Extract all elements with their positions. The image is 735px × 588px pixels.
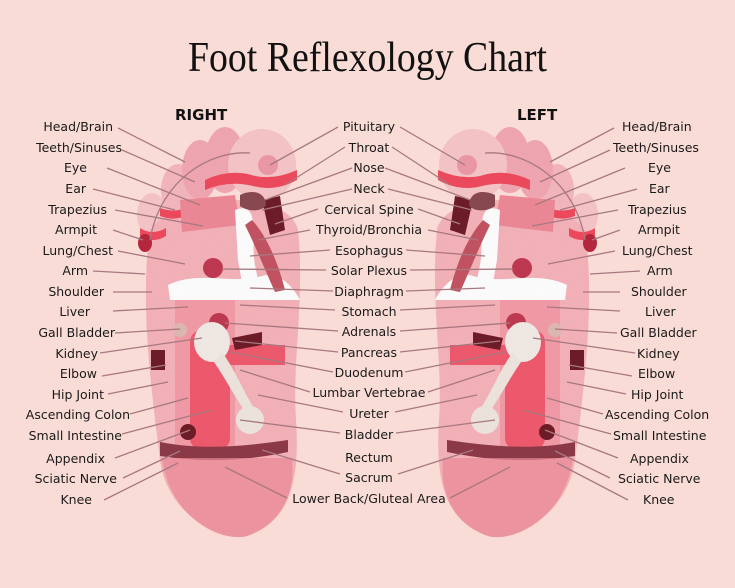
label-duodenum: Duodenum — [334, 365, 404, 380]
label-solar-plexus: Solar Plexus — [330, 263, 408, 278]
label-trapezius-right: Trapezius — [48, 202, 107, 217]
label-sacrum: Sacrum — [345, 470, 393, 485]
label-nose: Nose — [353, 160, 385, 175]
label-ureter: Ureter — [349, 406, 389, 421]
label-elbow-left: Elbow — [638, 366, 676, 381]
right-foot-heading: RIGHT — [175, 106, 228, 124]
label-teeth-sinuses-right: Teeth/Sinuses — [36, 140, 122, 155]
label-pituitary: Pituitary — [342, 119, 396, 134]
label-shoulder-right: Shoulder — [48, 284, 104, 299]
label-rectum: Rectum — [345, 450, 393, 465]
label-eye-right: Eye — [64, 160, 87, 175]
label-gall-bladder-left: Gall Bladder — [620, 325, 697, 340]
label-head-brain-right: Head/Brain — [43, 119, 113, 134]
label-ascending-colon-right: Ascending Colon — [25, 407, 130, 422]
label-elbow-right: Elbow — [59, 366, 97, 381]
label-pancreas: Pancreas — [340, 345, 398, 360]
label-gall-bladder-right: Gall Bladder — [38, 325, 115, 340]
label-sciatic-nerve-right: Sciatic Nerve — [34, 471, 117, 486]
label-arm-right: Arm — [62, 263, 88, 278]
label-esophagus: Esophagus — [335, 243, 403, 258]
label-ascending-colon-left: Ascending Colon — [605, 407, 710, 422]
label-throat: Throat — [348, 140, 390, 155]
label-armpit-right: Armpit — [55, 222, 97, 237]
left-foot — [434, 127, 598, 538]
label-shoulder-left: Shoulder — [631, 284, 687, 299]
label-armpit-left: Armpit — [638, 222, 680, 237]
label-head-brain-left: Head/Brain — [622, 119, 692, 134]
label-stomach: Stomach — [341, 304, 397, 319]
label-lung-chest-left: Lung/Chest — [622, 243, 693, 258]
label-lumbar-vertebrae: Lumbar Vertebrae — [312, 385, 426, 400]
label-neck: Neck — [353, 181, 385, 196]
label-appendix-right: Appendix — [46, 451, 105, 466]
label-teeth-sinuses-left: Teeth/Sinuses — [613, 140, 699, 155]
label-sciatic-nerve-left: Sciatic Nerve — [618, 471, 701, 486]
label-small-intestine-right: Small Intestine — [28, 428, 122, 443]
label-ear-left: Ear — [649, 181, 670, 196]
label-trapezius-left: Trapezius — [628, 202, 687, 217]
label-arm-left: Arm — [647, 263, 673, 278]
label-ear-right: Ear — [65, 181, 86, 196]
label-thyroid-bronchia: Thyroid/Bronchia — [315, 222, 423, 237]
label-diaphragm: Diaphragm — [334, 284, 404, 299]
left-foot-heading: LEFT — [517, 106, 558, 124]
label-knee-left: Knee — [643, 492, 675, 507]
label-lung-chest-right: Lung/Chest — [42, 243, 114, 258]
label-kidney-left: Kidney — [637, 346, 680, 361]
chart-title: Foot Reflexology Chart — [187, 35, 548, 81]
label-small-intestine-left: Small Intestine — [613, 428, 707, 443]
label-kidney-right: Kidney — [55, 346, 98, 361]
right-foot — [137, 127, 301, 538]
label-adrenals: Adrenals — [341, 324, 397, 339]
label-lower-back-gluteal: Lower Back/Gluteal Area — [292, 491, 446, 506]
label-knee-right: Knee — [60, 492, 92, 507]
label-hip-joint-right: Hip Joint — [51, 387, 104, 402]
label-appendix-left: Appendix — [630, 451, 689, 466]
label-eye-left: Eye — [648, 160, 671, 175]
label-bladder: Bladder — [344, 427, 394, 442]
leader-lines — [92, 126, 641, 501]
label-hip-joint-left: Hip Joint — [631, 387, 684, 402]
label-liver-right: Liver — [59, 304, 90, 319]
label-cervical-spine: Cervical Spine — [324, 202, 414, 217]
label-liver-left: Liver — [645, 304, 676, 319]
